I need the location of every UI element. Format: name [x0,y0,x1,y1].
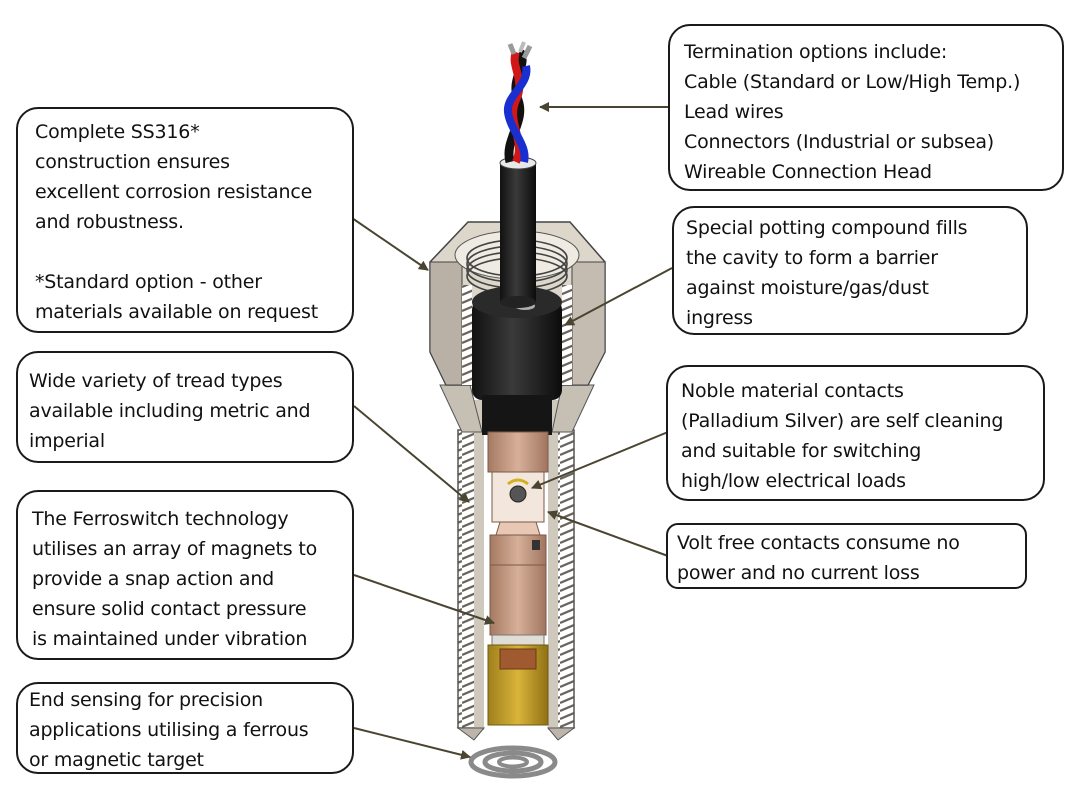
callout-potting: Special potting compound fills the cavit… [672,206,1028,335]
callout-line: Special potting compound fills [686,217,968,239]
callout-line: Cable (Standard or Low/High Temp.) [684,71,1021,93]
callout-construction: Complete SS316* construction ensures exc… [16,107,354,333]
callout-line: (Palladium Silver) are self cleaning [681,410,1004,432]
callout-line: construction ensures [35,151,230,173]
callout-line: Connectors (Industrial or subsea) [684,131,995,153]
callout-line: Volt free contacts consume no [677,532,960,554]
leader-volt-free [547,510,669,557]
callout-line: and robustness. [35,211,184,233]
leader-construction [351,217,429,271]
twisted-lead-wires [504,41,533,164]
callout-line: ensure solid contact pressure [32,598,307,620]
leader-potting [564,267,673,326]
callout-line: Wide variety of tread types [29,370,283,392]
callout-line: high/low electrical loads [681,470,906,492]
callout-line: excellent corrosion resistance [35,181,313,203]
callout-line: Termination options include: [684,41,948,63]
callout-line: *Standard option - other [35,271,262,293]
threaded-body [439,384,595,741]
leader-contacts [531,431,669,490]
callout-line: imperial [29,430,105,452]
cable [499,156,537,308]
callout-line: The Ferroswitch technology [32,508,289,530]
callout-volt-free: Volt free contacts consume no power and … [666,523,1027,589]
callout-line: End sensing for precision [29,689,263,711]
callout-line: Noble material contacts [681,380,904,402]
callout-line: the cavity to form a barrier [686,247,938,269]
callout-technology: The Ferroswitch technology utilises an a… [16,490,354,660]
callout-line: against moisture/gas/dust [686,277,929,299]
callout-line: Lead wires [684,101,784,123]
callout-end-sensing: End sensing for precision applications u… [16,682,354,774]
callout-termination: Termination options include: Cable (Stan… [668,24,1064,191]
callout-threads: Wide variety of tread types available in… [16,351,354,463]
callout-line: Complete SS316* [35,121,200,143]
callout-line: power and no current loss [677,562,920,584]
callout-line: ingress [686,307,753,329]
potting-compound [472,286,562,435]
callout-line: utilises an array of magnets to [32,538,317,560]
callout-line: Wireable Connection Head [684,161,932,183]
callout-line: materials available on request [35,301,318,323]
callout-line: and suitable for switching [681,440,922,462]
leader-threads [353,405,470,503]
leader-end-sensing [353,727,471,760]
switch-internals [487,431,549,726]
callout-line: or magnetic target [29,749,204,771]
callout-contacts: Noble material contacts (Palladium Silve… [666,365,1045,501]
callout-line: provide a snap action and [32,568,275,590]
callout-line: is maintained under vibration [32,628,308,650]
leader-lines [351,102,673,760]
leader-technology [353,574,495,625]
callout-line [35,237,342,267]
callout-line: available including metric and [29,400,311,422]
callout-line: applications utilising a ferrous [29,719,309,741]
magnetic-target-rings [468,745,558,779]
